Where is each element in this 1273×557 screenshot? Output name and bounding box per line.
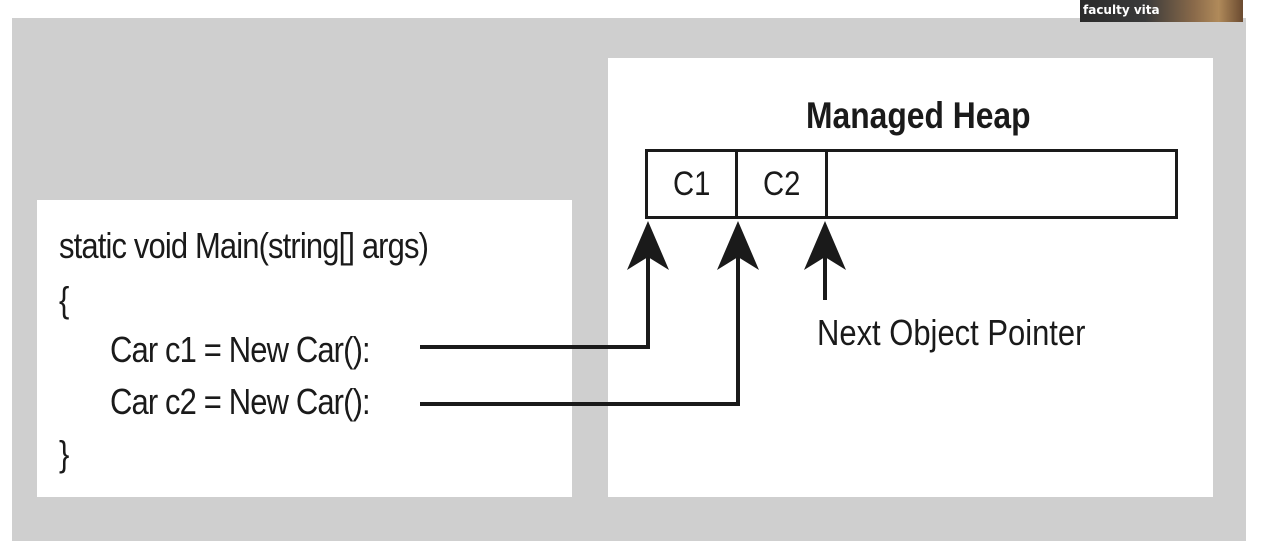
- next-object-pointer-label: Next Object Pointer: [817, 312, 1086, 353]
- webcam-name-label: faculty vita: [1083, 3, 1160, 17]
- c2-reference-line: [420, 248, 740, 406]
- c2-arrowhead-icon: [717, 221, 759, 270]
- c1-arrowhead-icon: [627, 221, 669, 270]
- heap-bar: C1 C2: [645, 149, 1178, 219]
- heap-slot-c1-label: C1: [672, 164, 711, 203]
- heap-title: Managed Heap: [806, 95, 1031, 136]
- heap-slot-c2: C2: [738, 152, 828, 216]
- heap-panel: [608, 58, 1213, 497]
- heap-slot-c1: C1: [648, 152, 738, 216]
- webcam-thumbnail: faculty vita: [1080, 0, 1243, 22]
- code-line-close-brace: }: [59, 433, 69, 474]
- code-line-c2: Car c2 = New Car():: [110, 381, 371, 422]
- heap-slot-c2-label: C2: [762, 164, 801, 203]
- code-line-signature: static void Main(string[] args): [59, 225, 429, 266]
- code-line-open-brace: {: [59, 279, 69, 320]
- next-pointer-arrowhead-icon: [804, 221, 846, 270]
- c1-reference-line: [420, 248, 650, 349]
- code-line-c1: Car c1 = New Car():: [110, 329, 371, 370]
